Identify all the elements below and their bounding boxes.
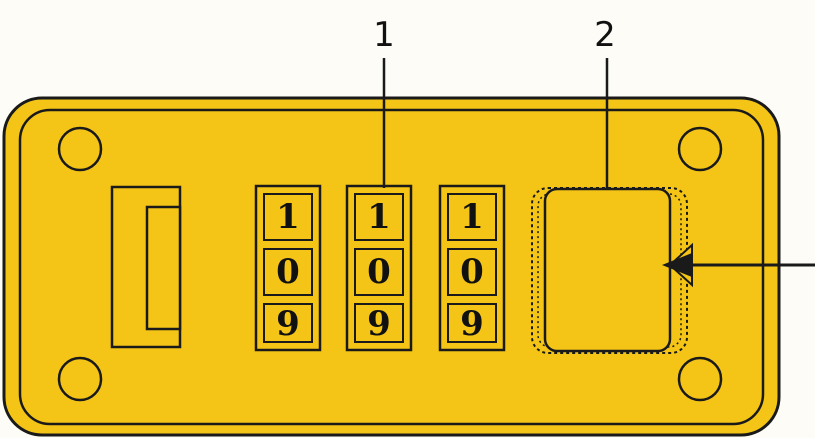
dial-digit: 0 [276, 252, 300, 292]
screw-hole-icon [677, 126, 723, 172]
callout-label-2: 2 [594, 15, 616, 55]
dial-wheel-3[interactable]: 1 0 9 [438, 184, 506, 352]
dial-wheel-2[interactable]: 1 0 9 [345, 184, 413, 352]
dial-digit: 0 [367, 252, 391, 292]
callout-label-1: 1 [373, 15, 395, 55]
screw-hole-icon [677, 356, 723, 402]
dial-digit: 9 [276, 304, 300, 344]
dial-digit: 9 [367, 304, 391, 344]
dial-digit: 1 [460, 197, 484, 237]
dial-digit: 9 [460, 304, 484, 344]
latch [110, 185, 182, 349]
dial-digit: 1 [276, 197, 300, 237]
dial-digit: 0 [460, 252, 484, 292]
dial-digit: 1 [367, 197, 391, 237]
release-button[interactable] [531, 187, 693, 354]
screw-hole-icon [57, 126, 103, 172]
arrow-left-icon [662, 253, 815, 277]
screw-hole-icon [57, 356, 103, 402]
dial-wheel-1[interactable]: 1 0 9 [254, 184, 322, 352]
